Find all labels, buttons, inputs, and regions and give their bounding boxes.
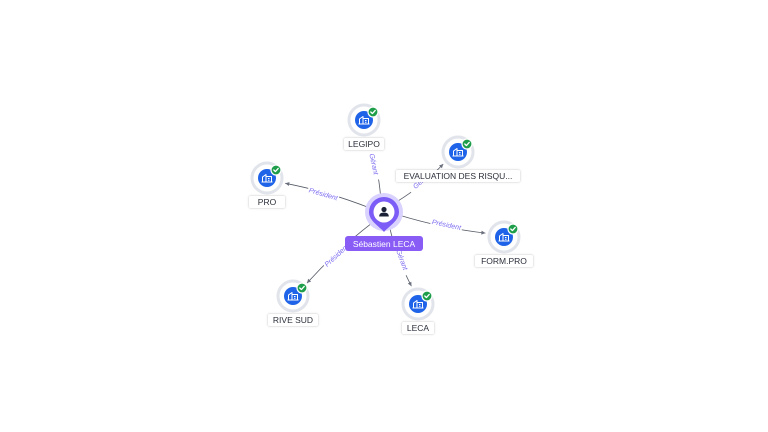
verified-check-icon — [367, 106, 379, 118]
node-label-bg — [402, 322, 434, 334]
verified-check-icon — [421, 290, 433, 302]
edge-formpro: Président — [399, 214, 486, 235]
center-person-node[interactable]: Sébastien LECA — [345, 193, 423, 251]
edge-evaluation: Gérant — [396, 163, 444, 203]
edge-label-bg — [321, 241, 351, 269]
node-label-bg — [396, 170, 520, 182]
building-icon — [358, 116, 370, 125]
node-label-bg — [268, 314, 318, 326]
company-node-evaluation[interactable]: EVALUATION DES RISQU... — [396, 135, 520, 182]
building-icon — [287, 292, 299, 301]
edge-label: Gérant — [367, 153, 379, 176]
company-name: FORM.PRO — [481, 256, 527, 266]
edge-pro: Président — [285, 182, 369, 208]
verified-check-icon — [270, 164, 282, 176]
edge-arrow — [439, 163, 444, 169]
edge-label-bg — [306, 185, 340, 202]
edge-rivesud: Président — [306, 222, 373, 284]
building-icon — [452, 148, 464, 157]
verified-check-icon — [507, 223, 519, 235]
company-node-formpro[interactable]: FORM.PRO — [475, 220, 533, 267]
edge-label-bg — [430, 216, 464, 232]
edge-label-bg — [367, 147, 382, 181]
node-label-bg — [344, 138, 384, 150]
edge-arrow — [306, 278, 312, 284]
edge-arrow — [407, 281, 412, 287]
building-icon — [498, 233, 510, 242]
nodes-layer: LEGIPO EVALUATION DES RISQU... PRO FORM.PRO… — [249, 103, 533, 334]
company-node-rivesud[interactable]: RIVE SUD — [268, 279, 318, 326]
company-name: PRO — [258, 197, 277, 207]
company-node-pro[interactable]: PRO — [249, 161, 285, 208]
building-icon — [412, 300, 424, 309]
company-name: EVALUATION DES RISQU... — [404, 171, 513, 181]
company-name: RIVE SUD — [273, 315, 313, 325]
edge-arrow — [481, 230, 486, 235]
building-icon — [261, 174, 273, 183]
company-name: LECA — [407, 323, 430, 333]
company-node-leca[interactable]: LECA — [401, 287, 435, 334]
edge-label-bg — [393, 243, 412, 276]
company-node-legipo[interactable]: LEGIPO — [344, 103, 384, 150]
node-label-bg — [249, 196, 285, 208]
verified-check-icon — [296, 282, 308, 294]
center-person-name: Sébastien LECA — [353, 239, 416, 249]
verified-check-icon — [461, 138, 473, 150]
company-name: LEGIPO — [348, 139, 380, 149]
edge-arrow — [285, 182, 290, 187]
person-icon — [379, 206, 389, 217]
center-label-badge — [345, 236, 423, 251]
node-label-bg — [475, 255, 533, 267]
